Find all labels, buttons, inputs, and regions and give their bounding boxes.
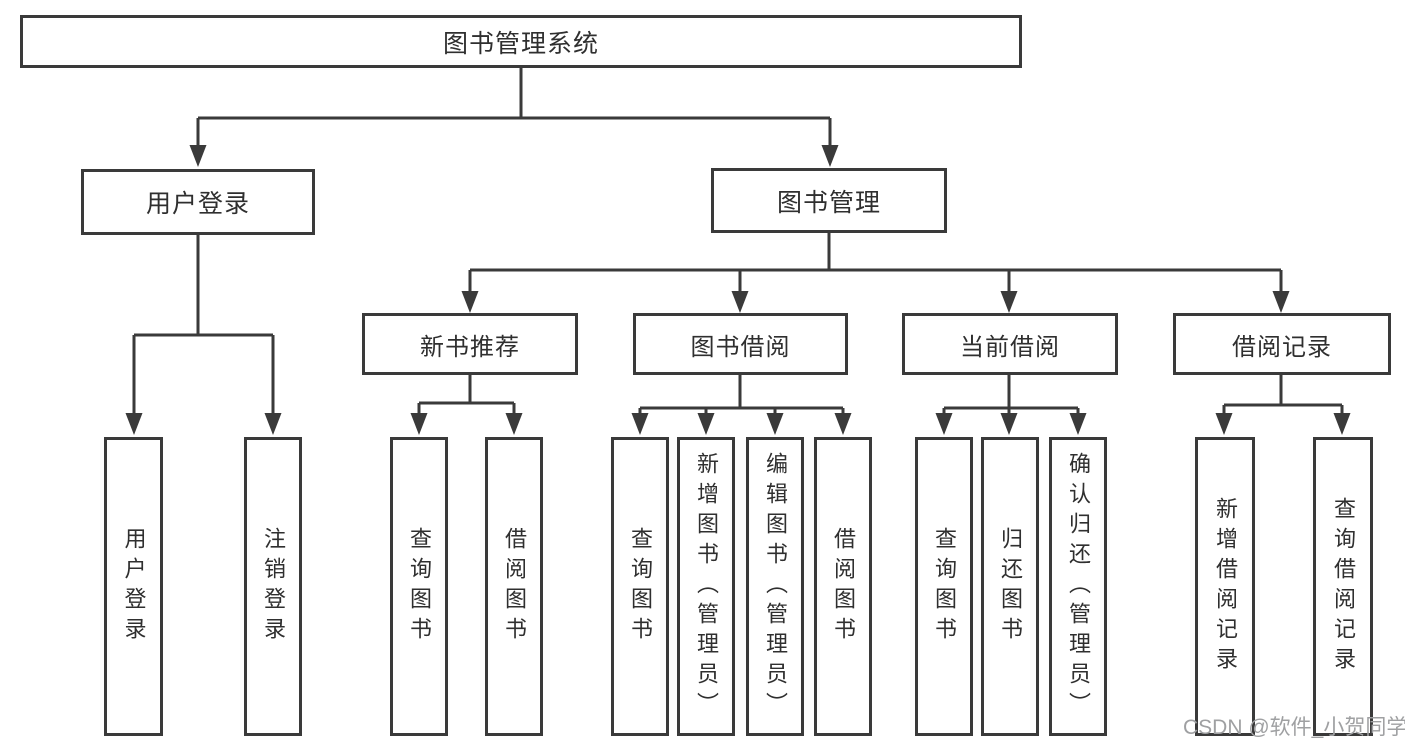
node-label: 图书借阅	[690, 333, 791, 361]
arrowhead	[821, 145, 839, 167]
leaf-label: 借阅图书	[831, 526, 856, 647]
node-label: 图书管理	[776, 188, 881, 217]
leaf-label: 借阅图书	[502, 526, 527, 647]
leaf-add-book-admin: 新增图书（管理员）	[677, 437, 735, 736]
arrowhead	[1333, 413, 1351, 435]
leaf-add-borrow-record: 新增借阅记录	[1195, 437, 1255, 736]
connector-user-login-to-leaves	[132, 235, 275, 420]
leaf-logout: 注销登录	[244, 437, 302, 736]
connector-book-management-to-level3	[468, 233, 1283, 298]
node-borrowing-records: 借阅记录	[1173, 313, 1391, 375]
leaf-label: 新增图书（管理员）	[694, 451, 719, 722]
arrowhead	[125, 413, 143, 435]
arrowhead	[631, 413, 649, 435]
node-label: 图书管理系统	[442, 29, 599, 58]
leaf-query-books-borrow: 查询图书	[611, 437, 669, 736]
leaf-label: 注销登录	[261, 526, 286, 647]
arrowhead	[1069, 413, 1087, 435]
node-user-login: 用户登录	[81, 169, 315, 235]
arrowhead	[731, 291, 749, 313]
node-book-borrowing: 图书借阅	[633, 313, 848, 375]
leaf-label: 查询借阅记录	[1331, 496, 1356, 677]
arrowhead	[935, 413, 953, 435]
arrowhead	[264, 413, 282, 435]
leaf-label: 用户登录	[121, 526, 147, 647]
leaf-borrow-books: 借阅图书	[814, 437, 872, 736]
arrowhead	[1272, 291, 1290, 313]
node-library-management-system: 图书管理系统	[20, 15, 1022, 68]
arrowhead	[461, 291, 479, 313]
arrowhead	[766, 413, 784, 435]
connector-borrow-records-to-leaves	[1222, 375, 1344, 420]
node-book-management: 图书管理	[711, 168, 947, 233]
node-label: 当前借阅	[960, 333, 1060, 361]
leaf-label: 编辑图书（管理员）	[763, 451, 788, 722]
node-label: 借阅记录	[1232, 333, 1332, 361]
leaf-return-book: 归还图书	[981, 437, 1039, 736]
leaf-label: 归还图书	[998, 526, 1023, 647]
leaf-label: 确认归还（管理员）	[1066, 451, 1091, 722]
leaf-user-login: 用户登录	[104, 437, 163, 736]
leaf-borrow-books-recommend: 借阅图书	[485, 437, 543, 736]
leaf-query-borrow-record: 查询借阅记录	[1313, 437, 1373, 736]
leaf-confirm-return-admin: 确认归还（管理员）	[1049, 437, 1107, 736]
connector-book-borrow-to-leaves	[638, 375, 845, 420]
node-current-borrowing: 当前借阅	[902, 313, 1118, 375]
arrowhead	[834, 413, 852, 435]
csdn-watermark: CSDN @软件_小贺同学	[1183, 716, 1405, 739]
arrowhead	[1000, 291, 1018, 313]
leaf-query-books-recommend: 查询图书	[390, 437, 448, 736]
leaf-label: 查询图书	[628, 526, 653, 647]
arrowhead	[410, 413, 428, 435]
node-new-book-recommendation: 新书推荐	[362, 313, 578, 375]
arrowhead	[1000, 413, 1018, 435]
arrowhead	[189, 145, 207, 167]
arrowhead	[1215, 413, 1233, 435]
connector-new-book-to-leaves	[417, 375, 516, 420]
connector-root-to-level2	[196, 68, 832, 152]
node-label: 用户登录	[145, 190, 250, 218]
leaf-label: 查询图书	[932, 526, 957, 647]
arrowhead	[697, 413, 715, 435]
leaf-label: 新增借阅记录	[1213, 496, 1238, 677]
leaf-query-books-current: 查询图书	[915, 437, 973, 736]
arrowhead	[505, 413, 523, 435]
node-label: 新书推荐	[420, 333, 520, 361]
leaf-label: 查询图书	[407, 526, 432, 647]
leaf-edit-book-admin: 编辑图书（管理员）	[746, 437, 804, 736]
